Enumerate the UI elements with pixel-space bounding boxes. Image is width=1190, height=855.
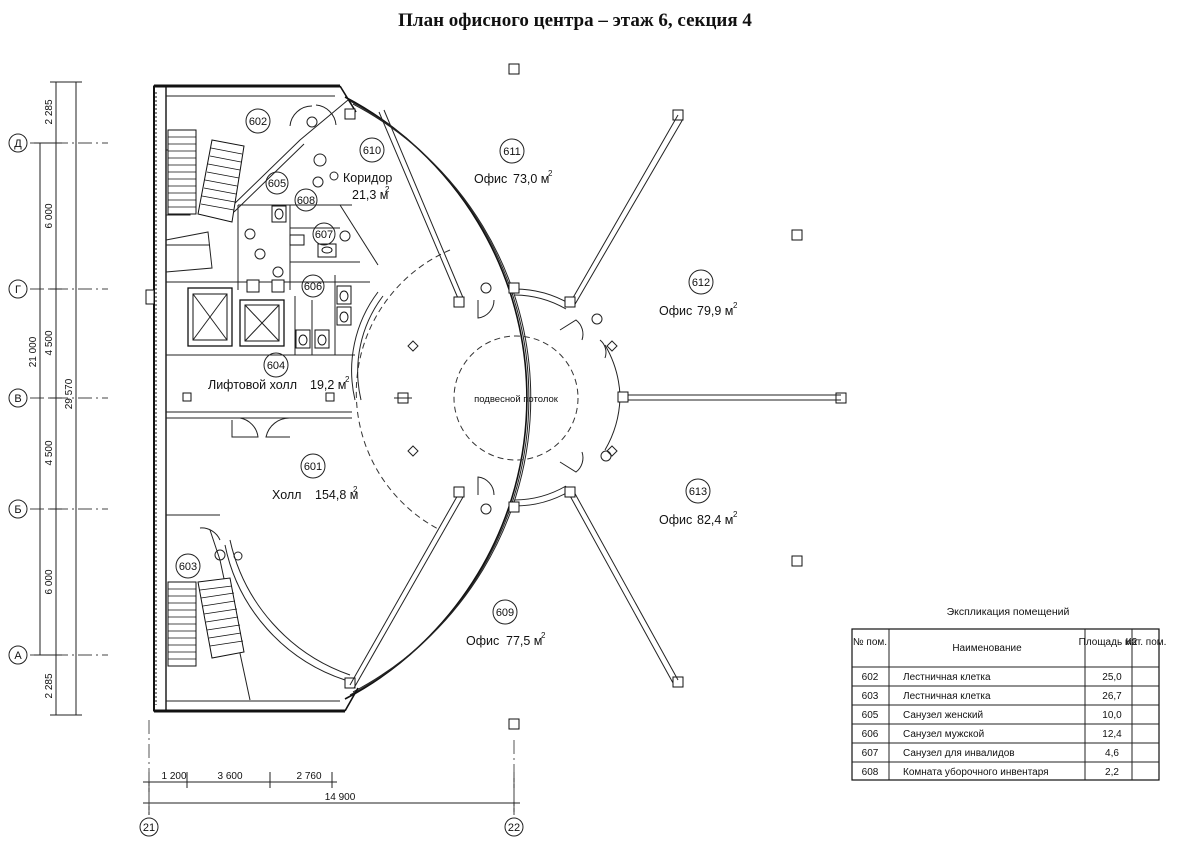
dim-left-mid: 21 000 <box>28 336 39 367</box>
room-613-number: 613 <box>689 486 707 498</box>
dim-left-2: 6 000 <box>44 203 55 228</box>
explication-row-1-name: Лестничная клетка <box>903 672 991 683</box>
room-612-name: Офис <box>659 304 692 318</box>
explication-row-4-area: 12,4 <box>1102 729 1122 740</box>
explication-row-5-area: 4,6 <box>1105 748 1119 759</box>
dim-bottom-total: 14 900 <box>325 792 356 803</box>
explication-row-1-area: 25,0 <box>1102 672 1122 683</box>
dim-left-6: 2 285 <box>44 673 55 698</box>
explication-row-3-name: Санузел женский <box>903 710 983 721</box>
room-603-number: 603 <box>179 561 197 573</box>
core-ring <box>351 249 629 531</box>
explication-row-3-num: 605 <box>862 710 879 721</box>
elevators <box>187 287 285 347</box>
explication-header-num: № пом. <box>853 637 887 648</box>
room-610-name: Коридор <box>343 171 392 185</box>
explication-header-name: Наименование <box>952 643 1022 654</box>
room-612-number: 612 <box>692 277 710 289</box>
stairs <box>167 129 245 667</box>
room-607-number: 607 <box>315 229 333 241</box>
explication-row-6-name: Комната уборочного инвентаря <box>903 766 1049 778</box>
core-partitions <box>165 99 379 701</box>
room-609-name: Офис <box>466 634 499 648</box>
room-613-area: 82,4 м <box>697 513 733 527</box>
room-609-area: 77,5 м <box>506 634 542 648</box>
room-604-area-sup: 2 <box>345 375 350 384</box>
dim-left-5: 6 000 <box>44 569 55 594</box>
room-604-number: 604 <box>267 360 285 372</box>
explication-title: Экспликация помещений <box>947 606 1070 618</box>
page-title: План офисного центра – этаж 6, секция 4 <box>398 10 752 31</box>
room-labels: 601 Холл 154,8 м 2 602 603 604 Лифтовой … <box>175 108 738 648</box>
sanitary-fixtures <box>214 104 352 561</box>
axis-label-g: Г <box>15 284 21 296</box>
room-604-name: Лифтовой холл <box>208 378 297 392</box>
explication-row-1-num: 602 <box>862 672 879 683</box>
explication-row-2-num: 603 <box>862 691 879 702</box>
explication-row-5-name: Санузел для инвалидов <box>903 748 1015 759</box>
explication-row-5-num: 607 <box>862 748 879 759</box>
room-612-area: 79,9 м <box>697 304 733 318</box>
explication-table: Экспликация помещений № пом. Наименовани… <box>851 606 1167 781</box>
room-612-area-sup: 2 <box>733 301 738 310</box>
room-611-name: Офис <box>474 172 507 186</box>
facade-mullions <box>344 63 847 730</box>
dim-bottom-2: 3 600 <box>217 771 242 782</box>
room-611-area-sup: 2 <box>548 169 553 178</box>
axis-label-b: Б <box>14 504 21 516</box>
explication-row-4-name: Санузел мужской <box>903 729 984 740</box>
axis-label-v: В <box>14 393 21 405</box>
explication-header-area: Площадь м2 <box>1079 637 1138 648</box>
room-601-area: 154,8 м <box>315 488 358 502</box>
dim-bottom-1: 1 200 <box>161 771 186 782</box>
explication-row-2-area: 26,7 <box>1102 691 1122 702</box>
building-walls <box>145 84 532 713</box>
row-axis-markers: Д Г В Б А <box>8 133 28 665</box>
axis-label-d: Д <box>14 138 22 150</box>
room-609-area-sup: 2 <box>541 631 546 640</box>
room-602-number: 602 <box>249 116 267 128</box>
room-601-area-sup: 2 <box>353 485 358 494</box>
explication-row-6-area: 2,2 <box>1105 767 1119 778</box>
room-608-number: 608 <box>297 195 315 207</box>
room-610-area-sup: 2 <box>385 185 390 194</box>
suspended-ceiling: подвесной потолок <box>453 335 579 461</box>
left-dimension-chains: 2 285 6 000 4 500 4 500 6 000 2 285 21 0… <box>28 81 82 716</box>
axis-label-22: 22 <box>508 822 520 834</box>
room-613-name: Офис <box>659 513 692 527</box>
explication-row-6-num: 608 <box>862 767 879 778</box>
dim-left-4: 4 500 <box>44 440 55 465</box>
room-601-name: Холл <box>272 488 301 502</box>
dim-left-3: 4 500 <box>44 330 55 355</box>
axis-label-21: 21 <box>143 822 155 834</box>
dim-bottom-3: 2 760 <box>296 771 321 782</box>
room-601-number: 601 <box>304 461 322 473</box>
dim-left-total: 29 570 <box>64 378 75 409</box>
explication-row-2-name: Лестничная клетка <box>903 691 991 702</box>
room-613-area-sup: 2 <box>733 510 738 519</box>
room-604-area: 19,2 м <box>310 378 346 392</box>
axis-label-a: А <box>14 650 22 662</box>
explication-row-3-area: 10,0 <box>1102 710 1122 721</box>
room-606-number: 606 <box>304 281 322 293</box>
room-605-number: 605 <box>268 178 286 190</box>
office-partitions <box>349 109 841 689</box>
room-610-area: 21,3 м <box>352 188 388 202</box>
room-611-area: 73,0 м <box>513 172 549 186</box>
bottom-dimension-chains: 1 200 3 600 2 760 14 900 21 22 <box>139 720 524 837</box>
explication-header-cat: Кат. пом. <box>1126 637 1167 648</box>
room-610-number: 610 <box>363 145 381 157</box>
room-609-number: 609 <box>496 607 514 619</box>
dim-left-1: 2 285 <box>44 99 55 124</box>
light-fixtures <box>182 340 618 457</box>
explication-row-4-num: 606 <box>862 729 879 740</box>
ceiling-label: подвесной потолок <box>474 394 559 405</box>
room-611-number: 611 <box>503 146 521 158</box>
